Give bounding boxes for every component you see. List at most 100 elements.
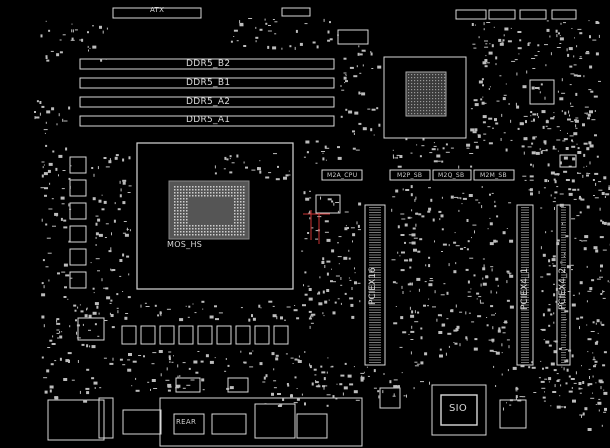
pad: [580, 388, 583, 390]
pad: [112, 357, 114, 361]
pad: [499, 42, 504, 46]
slot-pin: [369, 324, 381, 326]
slot-pin: [521, 299, 529, 301]
pad: [575, 117, 579, 119]
pad: [547, 308, 551, 312]
socket-pin: [234, 192, 236, 194]
pad: [411, 209, 413, 212]
pad: [46, 369, 50, 373]
socket-pin: [234, 231, 236, 233]
socket-pin: [228, 231, 230, 233]
pad: [554, 191, 558, 194]
pad: [331, 268, 332, 270]
pad: [177, 364, 179, 368]
chipset-ball: [435, 101, 437, 103]
pad: [400, 234, 405, 236]
pad: [469, 257, 474, 259]
slot-pin: [561, 297, 566, 298]
socket-pin: [189, 228, 191, 230]
pad: [509, 272, 511, 276]
socket-pin: [237, 204, 239, 206]
pad: [329, 38, 333, 41]
pad: [548, 344, 552, 347]
pad: [395, 306, 397, 307]
pad: [540, 329, 543, 330]
chipset-ball: [438, 98, 440, 100]
chipset-ball: [414, 92, 416, 94]
chipset-ball: [411, 107, 413, 109]
pad: [58, 113, 60, 117]
pad: [474, 24, 476, 26]
pad: [106, 27, 108, 30]
pad: [553, 283, 555, 285]
socket-pin: [243, 222, 245, 224]
chipset-ball: [429, 92, 431, 94]
pad: [327, 198, 332, 201]
slot-pin: [369, 279, 381, 281]
pad: [69, 277, 73, 279]
pad: [491, 44, 494, 48]
pad: [587, 351, 589, 353]
pad: [456, 325, 460, 329]
pad: [508, 103, 510, 105]
pad: [44, 132, 46, 134]
socket-pin: [243, 195, 245, 197]
pad: [326, 260, 331, 263]
pad: [589, 65, 593, 69]
chipset-ball: [414, 77, 416, 79]
socket-pin: [243, 201, 245, 203]
pad: [467, 291, 471, 293]
socket-pin: [177, 192, 179, 194]
socket-pin: [198, 189, 200, 191]
pad: [94, 302, 99, 306]
pad: [188, 305, 191, 308]
pad: [519, 396, 523, 398]
pad: [153, 388, 158, 389]
pad: [97, 166, 99, 170]
socket-pin: [201, 189, 203, 191]
socket-pin: [231, 234, 233, 236]
socket-pin: [183, 186, 185, 188]
pad: [76, 337, 81, 339]
socket-pin: [174, 231, 176, 233]
pad: [340, 115, 343, 118]
pad: [410, 330, 415, 333]
slot-pin: [521, 334, 529, 336]
pad: [308, 288, 312, 291]
chipset-ball: [417, 80, 419, 82]
pad: [293, 402, 298, 404]
pad: [359, 300, 361, 303]
pad: [414, 365, 419, 367]
pad: [40, 34, 43, 38]
pad: [324, 145, 327, 149]
pad: [367, 375, 370, 377]
pad: [434, 290, 436, 294]
pad: [455, 304, 457, 308]
chipset-ball: [444, 92, 446, 94]
chipset-ball: [423, 107, 425, 109]
pad: [274, 21, 278, 23]
chipset-ball: [441, 86, 443, 88]
pad: [527, 43, 530, 46]
pad: [350, 227, 355, 229]
ddr5-a2-label: DDR5_A2: [186, 97, 231, 107]
socket-pin: [207, 189, 209, 191]
pad: [318, 302, 323, 306]
slot-pin: [369, 352, 381, 353]
pad: [583, 240, 588, 242]
chipset-ball: [411, 110, 413, 112]
chipset-ball: [411, 95, 413, 97]
pad: [352, 130, 355, 133]
pad: [295, 29, 298, 33]
socket-pin: [207, 195, 209, 197]
pad: [169, 361, 171, 363]
slot-pin: [521, 322, 529, 323]
pad: [229, 171, 233, 174]
pad: [370, 51, 372, 53]
pad: [428, 207, 432, 211]
slot-pin: [561, 214, 566, 216]
pad: [275, 354, 279, 357]
pad: [324, 265, 326, 268]
chipset-ball: [408, 95, 410, 97]
pad: [108, 250, 112, 253]
